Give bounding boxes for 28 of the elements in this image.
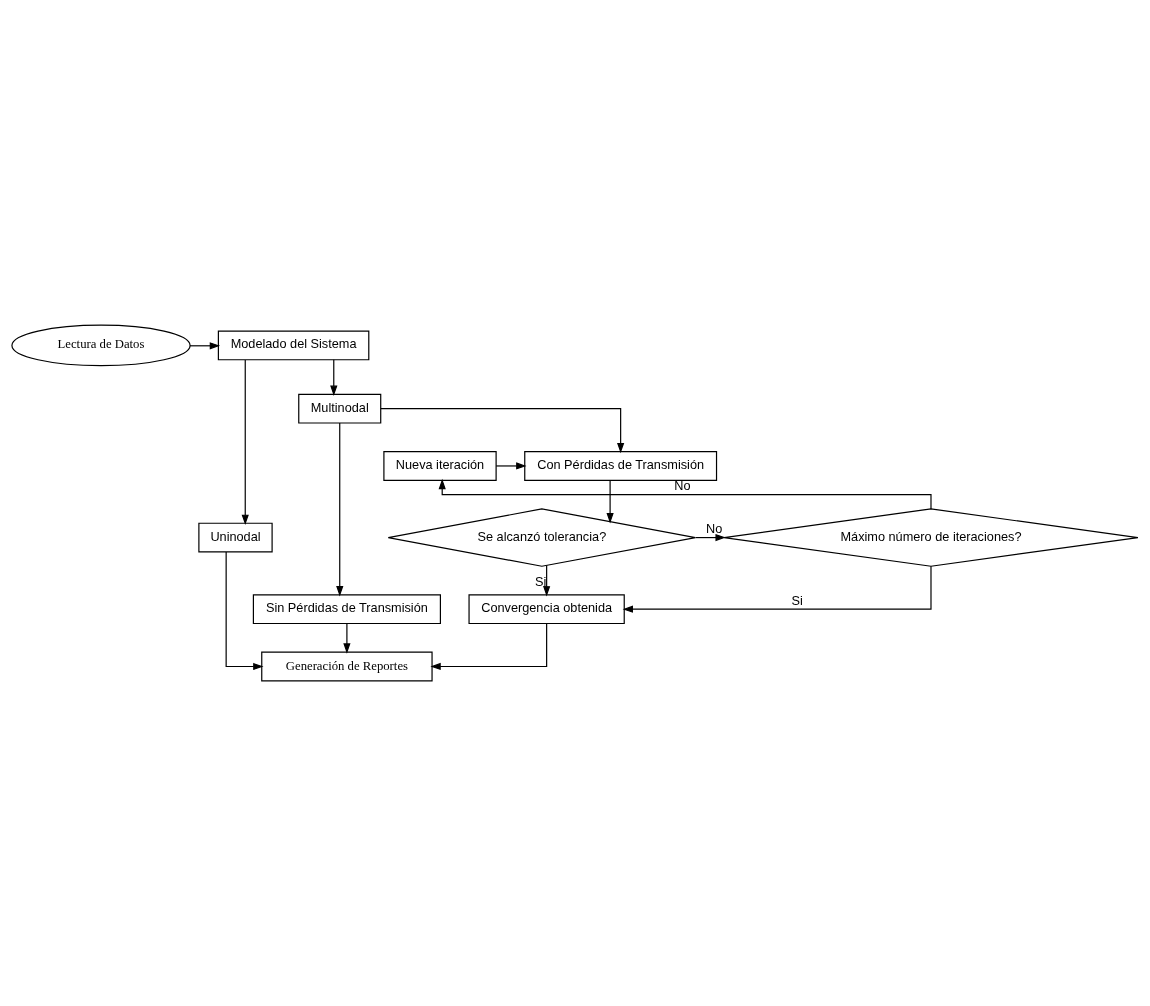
edge-label: Si	[791, 593, 803, 609]
node-box: Generación de Reportes	[261, 651, 433, 682]
arrow	[622, 565, 932, 613]
arrow	[695, 533, 726, 542]
node-ellipse: Lectura de Datos	[11, 324, 191, 367]
node-diamond: Máximo número de iteraciones?	[723, 508, 1139, 567]
node-box: Convergencia obtenida	[468, 594, 625, 625]
arrow	[430, 623, 548, 671]
node-diamond: Se alcanzó tolerancia?	[387, 508, 697, 567]
node-box: Modelado del Sistema	[217, 330, 370, 361]
node-box: Nueva iteración	[383, 451, 497, 481]
arrow	[380, 408, 625, 454]
arrow	[495, 462, 527, 470]
edge-label: No	[674, 478, 691, 494]
arrow	[343, 623, 351, 654]
arrow	[330, 359, 338, 396]
edge-label: Si	[535, 574, 547, 590]
node-box: Uninodal	[198, 522, 273, 553]
arrow	[336, 422, 344, 597]
arrow	[543, 564, 551, 597]
node-box: Con Pérdidas de Transmisión	[524, 451, 718, 481]
node-box: Multinodal	[298, 393, 382, 424]
edge-label: No	[706, 521, 723, 537]
arrow	[241, 359, 249, 526]
arrow	[225, 551, 264, 671]
node-box: Sin Pérdidas de Transmisión	[252, 594, 441, 625]
arrow	[189, 342, 221, 350]
arrow	[606, 479, 614, 524]
